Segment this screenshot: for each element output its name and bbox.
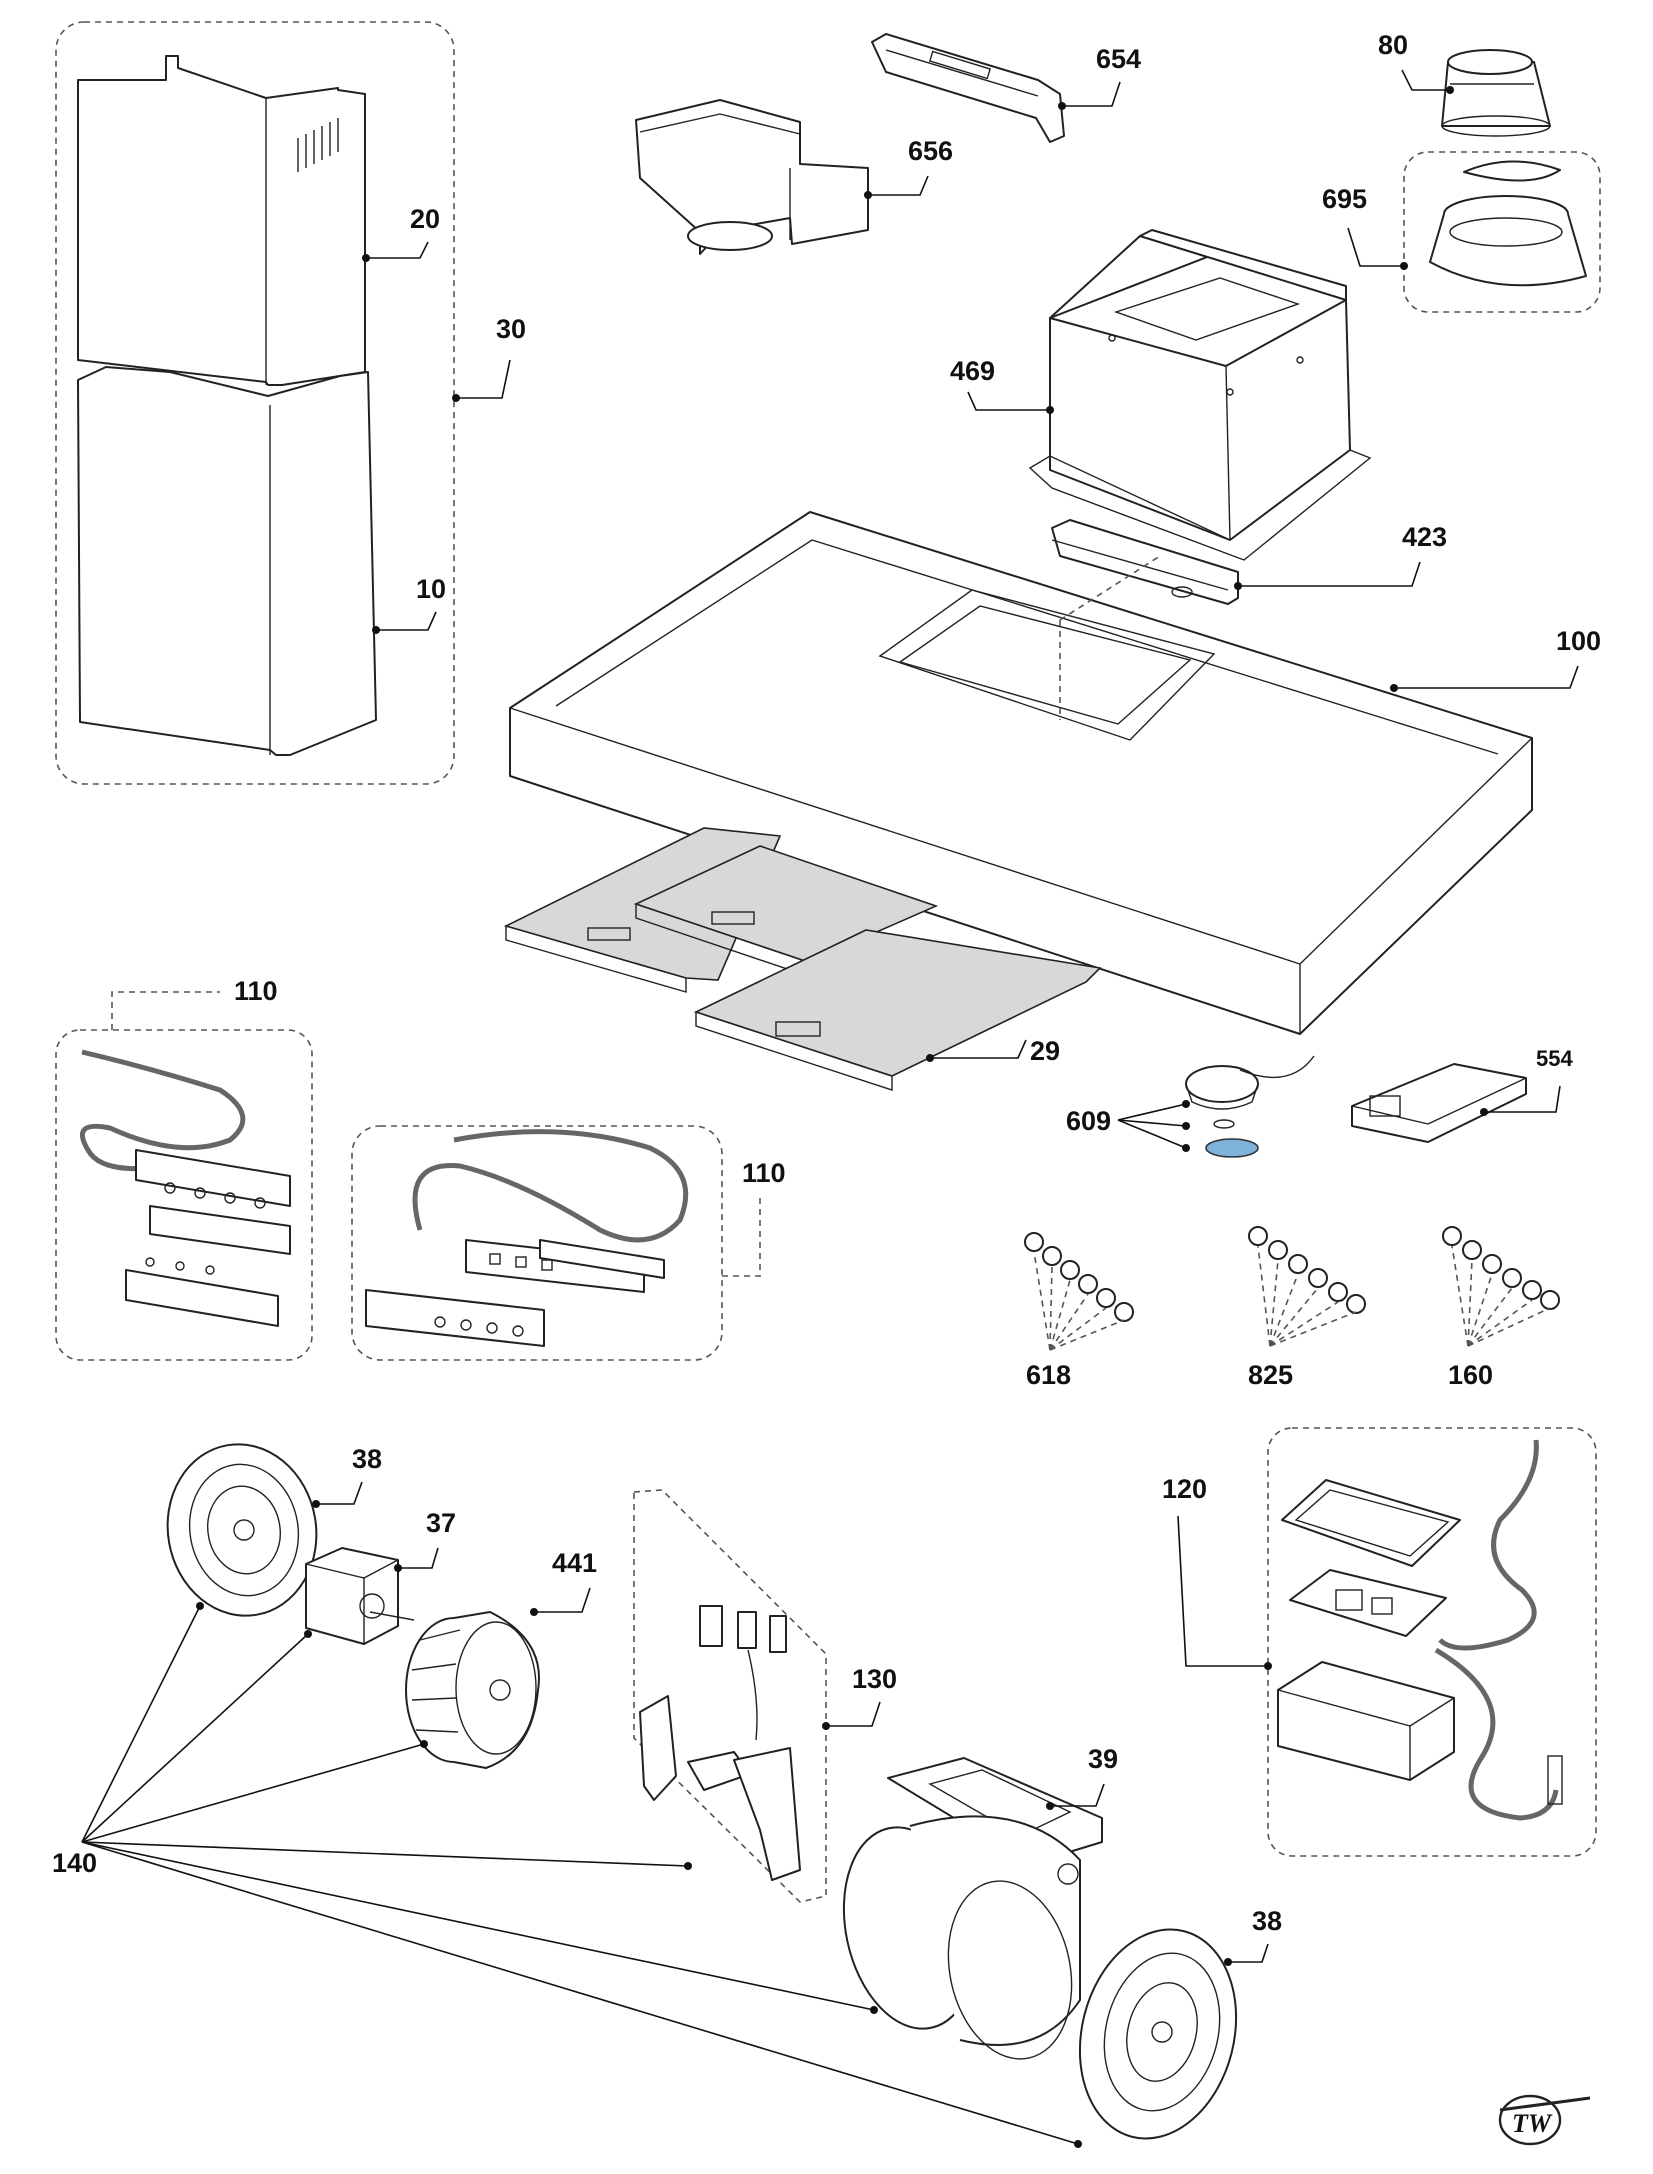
group-120-outline	[1267, 1427, 1597, 1857]
label-695: 695	[1322, 184, 1367, 214]
label-37: 37	[426, 1508, 456, 1538]
inlet-ring-38-top: 38	[166, 1443, 382, 1617]
label-120: 120	[1162, 1474, 1207, 1504]
label-10: 10	[416, 574, 446, 604]
inlet-ring-38-bottom: 38	[1078, 1906, 1282, 2140]
label-825: 825	[1248, 1360, 1293, 1390]
lower-chimney-cover	[77, 366, 377, 756]
label-554: 554	[1536, 1046, 1573, 1071]
group-110-left-outline	[55, 1029, 313, 1361]
label-38-bottom: 38	[1252, 1906, 1282, 1936]
label-20: 20	[410, 204, 440, 234]
label-130: 130	[852, 1664, 897, 1694]
capacitor-group-130: 130	[633, 1489, 897, 1903]
label-654: 654	[1096, 44, 1141, 74]
knob-row	[145, 1182, 266, 1275]
group-110-right-outline	[351, 1125, 723, 1361]
control-group-110-left: 110	[55, 976, 313, 1361]
cover-strip-423: 423	[1051, 519, 1447, 605]
group-30-outline	[55, 21, 455, 785]
label-160: 160	[1448, 1360, 1493, 1390]
knob-set-825: 825	[1248, 1226, 1366, 1390]
label-618: 618	[1026, 1360, 1071, 1390]
motor-37: 37	[305, 1508, 456, 1645]
label-469: 469	[950, 356, 995, 386]
upper-chimney-cover	[77, 55, 366, 386]
vent-slots	[297, 118, 339, 172]
label-110-left: 110	[234, 976, 278, 1006]
lamp-assembly-609: 609	[1066, 1055, 1315, 1158]
group-695-outline	[1403, 151, 1601, 313]
fan-blades	[411, 1629, 461, 1733]
knob-set-618: 618	[1024, 1232, 1134, 1390]
motor-housing-box-469: 469	[950, 229, 1372, 561]
fan-wheel-441: 441	[405, 1548, 597, 1769]
label-100: 100	[1556, 626, 1601, 656]
round-collar-80: 80	[1378, 30, 1551, 137]
label-441: 441	[552, 1548, 597, 1578]
label-38-top: 38	[352, 1444, 382, 1474]
label-110-right: 110	[742, 1158, 786, 1188]
label-30: 30	[496, 314, 526, 344]
duct-connector-656: 656	[635, 99, 953, 255]
logo-text: TW	[1512, 2109, 1553, 2138]
grease-filters-29: 29	[503, 827, 1102, 1091]
label-423: 423	[1402, 522, 1447, 552]
label-29: 29	[1030, 1036, 1060, 1066]
brand-logo: TW	[1498, 2094, 1591, 2146]
label-140: 140	[52, 1848, 97, 1878]
chimney-group-30: 20 10 30	[55, 21, 526, 785]
label-39: 39	[1088, 1744, 1118, 1774]
scroll-housing-39: 39	[842, 1744, 1118, 2060]
electronics-group-120: 120	[1162, 1427, 1597, 1857]
knob-set-160: 160	[1442, 1226, 1560, 1390]
blower-assembly-140-leaders: 140	[52, 1602, 1082, 2148]
transformer-554: 554	[1351, 1046, 1573, 1143]
label-80: 80	[1378, 30, 1408, 60]
label-656: 656	[908, 136, 953, 166]
button-row	[434, 1253, 553, 1337]
group-130-outline	[633, 1489, 827, 1903]
hood-body-100: 100	[509, 511, 1601, 1035]
label-609: 609	[1066, 1106, 1111, 1136]
control-group-110-right: 110	[351, 1125, 786, 1361]
mounting-bracket-654: 654	[871, 33, 1141, 143]
non-return-valve-695: 695	[1322, 151, 1601, 313]
